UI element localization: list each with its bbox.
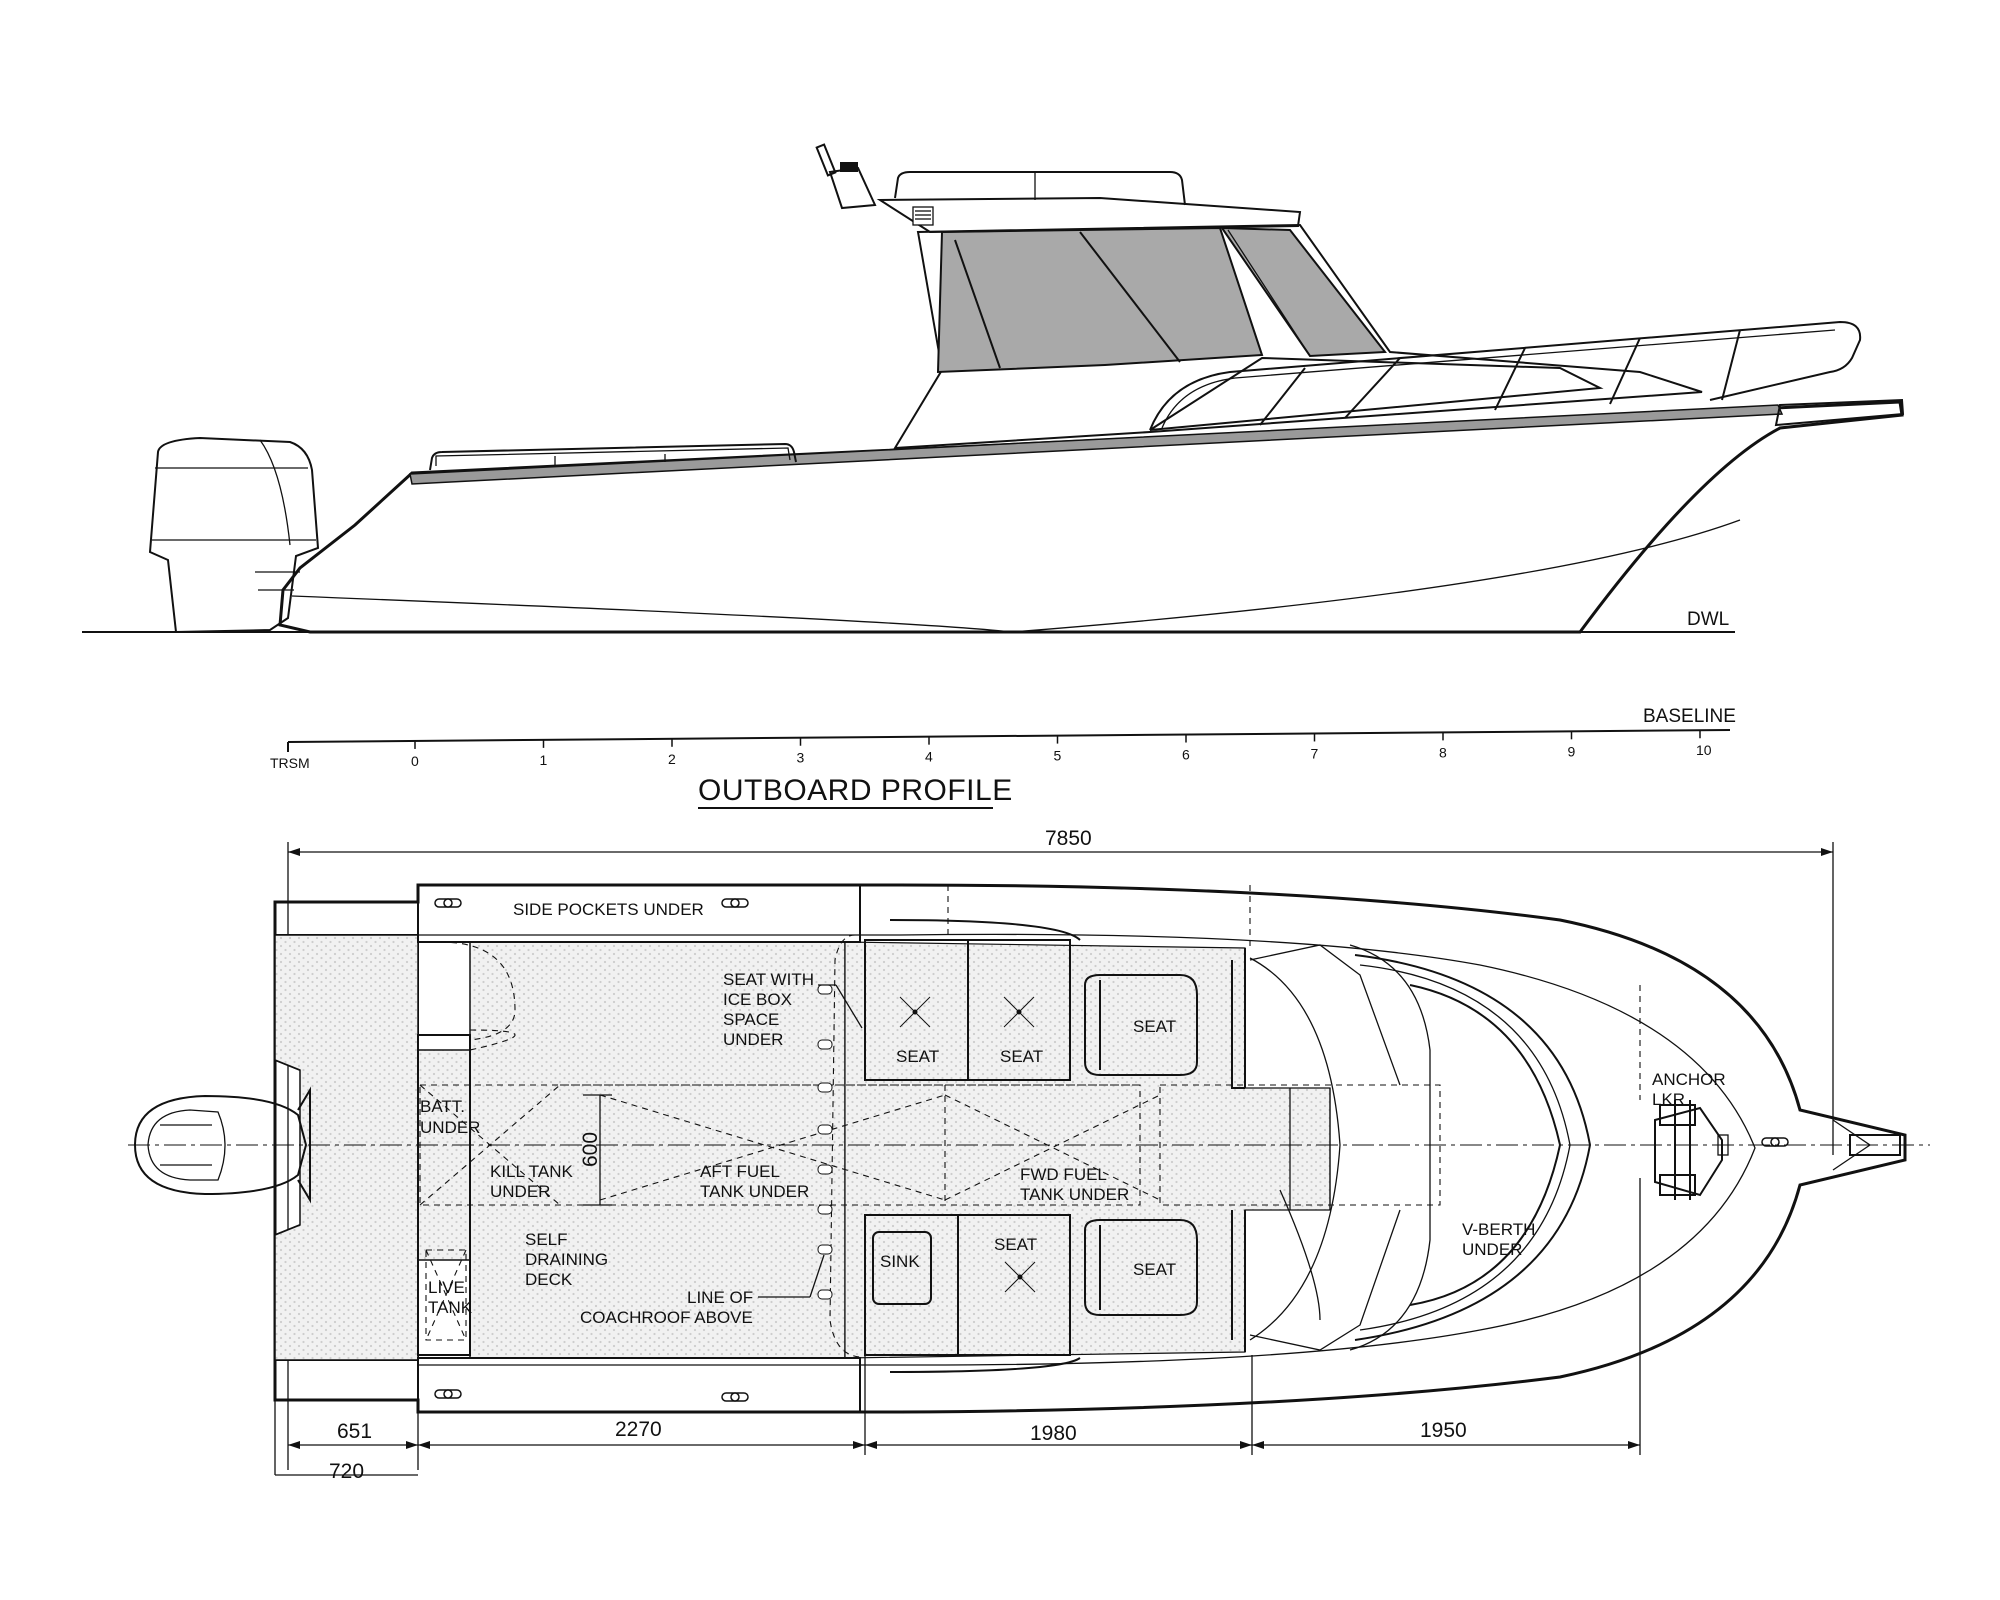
coachroof-dots (817, 984, 833, 1300)
drawing-title: OUTBOARD PROFILE (698, 774, 1013, 807)
seat-ice-box-l4: UNDER (723, 1030, 783, 1049)
dim-overall: 7850 (1045, 827, 1092, 850)
fwd-fuel-l1: FWD FUEL (1020, 1165, 1107, 1184)
coachroof-l2: COACHROOF ABOVE (580, 1308, 753, 1327)
rubrail (409, 404, 1784, 485)
deck-plan: 7850 SIDE POCKETS UNDER (128, 827, 1930, 1483)
outboard-top (133, 1086, 311, 1204)
aft-fuel-l1: AFT FUEL (700, 1162, 780, 1181)
seat-cross-3 (1004, 1261, 1036, 1293)
station-label-8: 8 (1439, 744, 1447, 760)
kill-tank-l1: KILL TANK (490, 1162, 573, 1181)
seat-cross-1 (899, 996, 931, 1028)
cleats (434, 898, 1789, 1402)
station-label-9: 9 (1568, 743, 1576, 759)
dim-bow: 1950 (1420, 1419, 1467, 1442)
seat-label-3: SEAT (1133, 1017, 1176, 1036)
station-label-6: 6 (1182, 747, 1190, 763)
batt-label-l1: BATT. (420, 1097, 465, 1116)
fwd-fuel-l2: TANK UNDER (1020, 1185, 1129, 1204)
station-label-0: 0 (411, 753, 419, 769)
baseline (287, 729, 1731, 743)
aft-fuel-l2: TANK UNDER (700, 1182, 809, 1201)
batt-label-l2: UNDER (420, 1118, 480, 1137)
trsm-label: TRSM (270, 755, 310, 771)
dim-aft-total: 720 (329, 1460, 364, 1483)
plan-hull-outline (273, 883, 1907, 1414)
live-tank-l1: LIVE (428, 1278, 465, 1297)
station-label-10: 10 (1696, 742, 1712, 758)
v-berth-l1: V-BERTH (1462, 1220, 1535, 1239)
seat-label-1: SEAT (896, 1047, 939, 1066)
bottom-dimensions (274, 885, 1641, 1476)
sink-label: SINK (880, 1252, 920, 1271)
station-label-7: 7 (1311, 745, 1319, 761)
station-label-4: 4 (925, 749, 933, 765)
anchor-locker (1654, 1100, 1901, 1200)
seat-ice-box-l2: ICE BOX (723, 990, 792, 1009)
hardtop-cabin (815, 143, 1703, 450)
seat-label-4: SEAT (994, 1235, 1037, 1254)
hull (278, 400, 1904, 634)
dim-cockpit: 2270 (615, 1418, 662, 1441)
seat-label-5: SEAT (1133, 1260, 1176, 1279)
station-ticks: 0 1 2 3 4 5 6 7 8 9 10 (411, 730, 1712, 769)
cockpit-rail (429, 442, 797, 471)
self-draining-l1: SELF (525, 1230, 568, 1249)
seats (864, 939, 1198, 1356)
windscreen (936, 226, 1264, 374)
anchor-l1: ANCHOR (1652, 1070, 1726, 1089)
coachroof-l1: LINE OF (687, 1288, 753, 1307)
dwl-label: DWL (1687, 609, 1729, 630)
dim-cabin: 1980 (1030, 1422, 1077, 1445)
outboard-profile: DWL (82, 143, 1905, 809)
station-label-1: 1 (540, 752, 548, 768)
bow-rail (1149, 320, 1862, 431)
seat-label-2: SEAT (1000, 1047, 1043, 1066)
baseline-label: BASELINE (1643, 706, 1736, 727)
anchor-l2: LKR (1652, 1090, 1685, 1109)
seat-ice-box-l1: SEAT WITH (723, 970, 814, 989)
seat-cross-2 (1003, 996, 1035, 1028)
dim-aft-step: 651 (337, 1420, 372, 1443)
station-label-5: 5 (1054, 748, 1062, 764)
v-berth-l2: UNDER (1462, 1240, 1522, 1259)
outboard-engine (148, 436, 320, 634)
seat-ice-box-l3: SPACE (723, 1010, 779, 1029)
self-draining-l2: DRAINING (525, 1250, 608, 1269)
station-label-3: 3 (797, 750, 805, 766)
station-label-2: 2 (668, 751, 676, 767)
live-tank-l2: TANK (428, 1298, 473, 1317)
kill-tank-l2: UNDER (490, 1182, 550, 1201)
beam-dim-600: 600 (579, 1132, 602, 1167)
self-draining-l3: DECK (525, 1270, 573, 1289)
side-pockets-label: SIDE POCKETS UNDER (513, 900, 704, 919)
